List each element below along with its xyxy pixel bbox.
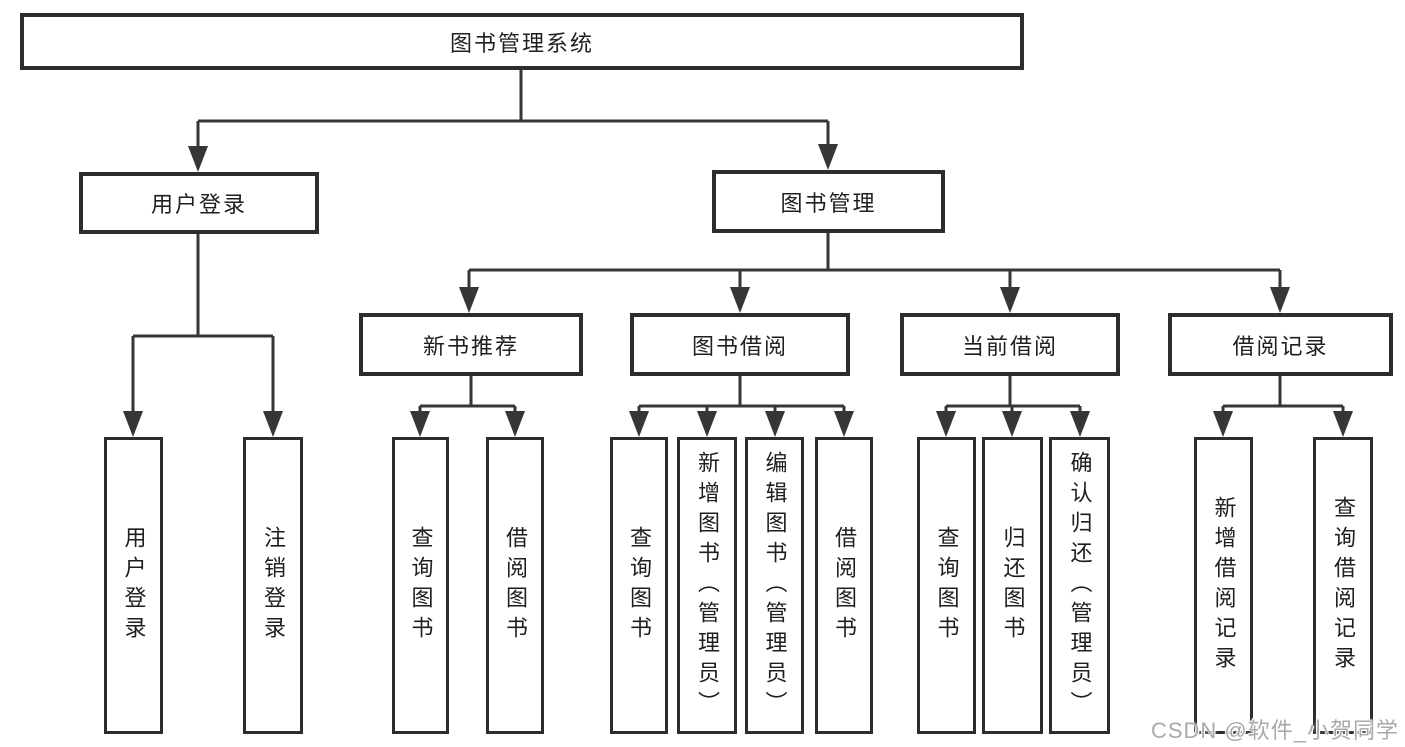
arrow-down-icon xyxy=(1000,287,1020,313)
leaf-borrow-add-book: 新增图书（管理员） xyxy=(677,437,737,734)
arrow-down-icon xyxy=(263,411,283,437)
leaf-current-confirm-return: 确认归还（管理员） xyxy=(1049,437,1110,734)
leaf-user-login: 用户登录 xyxy=(104,437,163,734)
node-new-book-recommend: 新书推荐 xyxy=(359,313,583,376)
arrow-down-icon xyxy=(1270,287,1290,313)
arrow-down-icon xyxy=(123,411,143,437)
arrow-down-icon xyxy=(1002,411,1022,437)
node-current-borrow: 当前借阅 xyxy=(900,313,1120,376)
connector-user-login xyxy=(131,234,275,415)
arrow-down-icon xyxy=(834,411,854,437)
connector-book-management xyxy=(467,233,1282,291)
connector-current-borrow xyxy=(944,376,1082,415)
arrow-down-icon xyxy=(1070,411,1090,437)
node-user-login: 用户登录 xyxy=(79,172,319,234)
leaf-recommend-borrow-book: 借阅图书 xyxy=(486,437,544,734)
arrow-down-icon xyxy=(505,411,525,437)
arrow-down-icon xyxy=(697,411,717,437)
connector-borrow-record xyxy=(1221,376,1345,415)
arrow-down-icon xyxy=(1333,411,1353,437)
connector-new-book-recommend xyxy=(418,376,517,415)
node-borrow-record: 借阅记录 xyxy=(1168,313,1393,376)
arrow-down-icon xyxy=(765,411,785,437)
arrow-down-icon xyxy=(818,144,838,170)
leaf-borrow-borrow-book: 借阅图书 xyxy=(815,437,873,734)
leaf-borrow-edit-book: 编辑图书（管理员） xyxy=(745,437,804,734)
leaf-current-return-book: 归还图书 xyxy=(982,437,1043,734)
node-root: 图书管理系统 xyxy=(20,13,1024,70)
leaf-logout: 注销登录 xyxy=(243,437,303,734)
leaf-record-query: 查询借阅记录 xyxy=(1313,437,1373,734)
node-book-borrow: 图书借阅 xyxy=(630,313,850,376)
leaf-recommend-query-book: 查询图书 xyxy=(392,437,449,734)
connector-book-borrow xyxy=(637,376,846,415)
watermark: CSDN @软件_小贺同学 xyxy=(1150,718,1399,743)
arrow-down-icon xyxy=(188,146,208,172)
leaf-borrow-query-book: 查询图书 xyxy=(610,437,668,734)
arrow-down-icon xyxy=(730,287,750,313)
arrow-down-icon xyxy=(1213,411,1233,437)
arrow-down-icon xyxy=(629,411,649,437)
arrow-down-icon xyxy=(410,411,430,437)
node-book-management: 图书管理 xyxy=(712,170,945,233)
leaf-current-query-book: 查询图书 xyxy=(917,437,976,734)
connector-root xyxy=(196,70,830,150)
arrow-down-icon xyxy=(459,287,479,313)
arrow-down-icon xyxy=(936,411,956,437)
leaf-record-add: 新增借阅记录 xyxy=(1194,437,1253,734)
